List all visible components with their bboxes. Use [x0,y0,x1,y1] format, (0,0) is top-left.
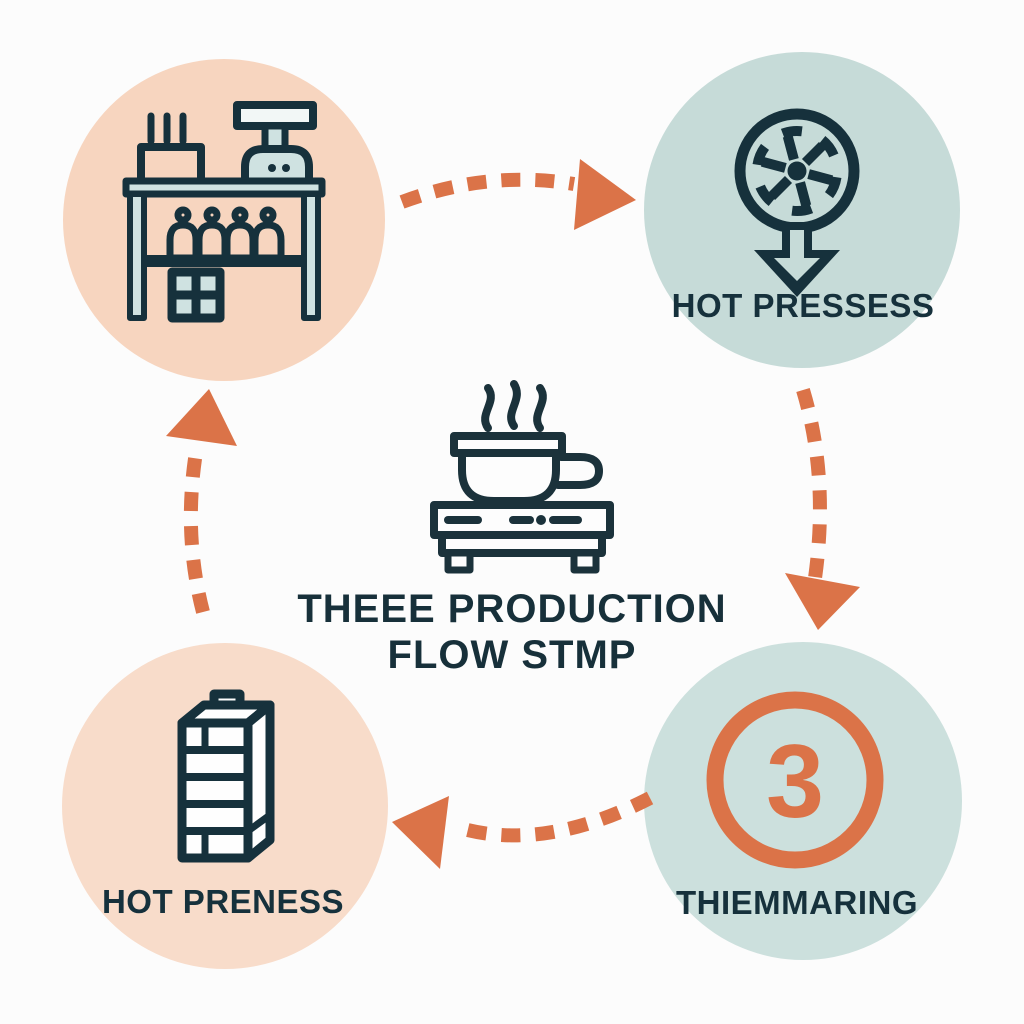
arrowhead-left [392,796,449,869]
flow-arrow-right [785,387,860,630]
machine-foot [570,549,600,574]
flow-arrow-left [166,389,237,614]
arrowhead-down [785,573,860,630]
flow-arrow-top [399,159,636,230]
coffee-cup-on-machine-icon [430,380,614,574]
number-badge: 3 [766,724,824,840]
machine-foot [444,549,474,574]
label-hot-pressess: HOT PRESSESS [671,287,935,324]
cup-body [458,449,560,505]
arrow-dashes [458,791,654,843]
title-line-1: THEEE PRODUCTION [297,587,727,631]
label-thiemmaring: THIEMMARING [676,884,918,921]
label-hot-preness: HOT PRENESS [101,883,345,920]
cup-handle [554,453,603,489]
cup-rim [450,432,566,457]
machine-top [430,501,614,539]
machine-dot [536,515,546,525]
diagram-title: THEEE PRODUCTION FLOW STMP [297,586,726,678]
arrowhead-up [166,389,237,446]
steam-wisps-icon [481,380,547,432]
arrowhead-right [574,159,636,230]
node-circle-supply-table [63,59,385,381]
arrow-dashes [399,172,576,209]
machine-base [438,531,606,557]
flow-arrow-bottom [392,791,654,869]
arrow-dashes [183,450,210,614]
arrow-dashes [796,387,827,587]
title-line-2: FLOW STMP [387,633,637,677]
